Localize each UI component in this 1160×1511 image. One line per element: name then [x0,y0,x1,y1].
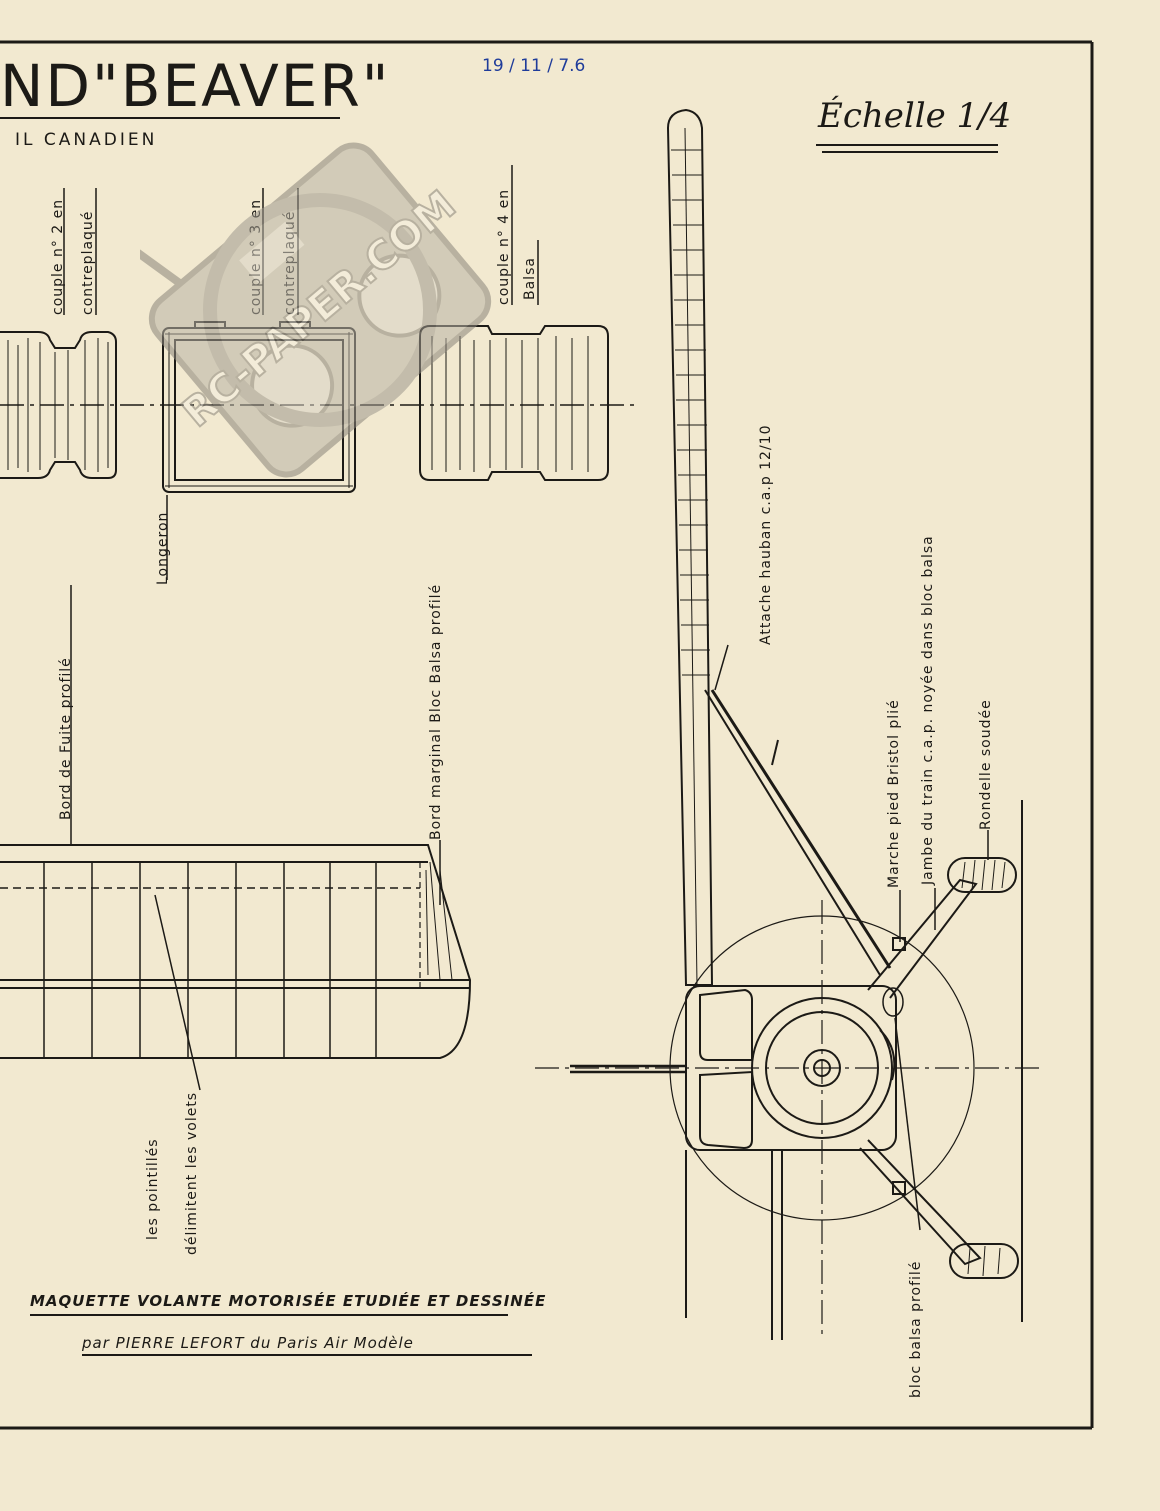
label-pointilles-a: les pointillés [145,1138,161,1240]
label-couple2-a: couple n° 2 en [50,198,66,315]
leader-lines [70,495,989,1231]
label-marche-pied: Marche pied Bristol plié [886,699,902,888]
wing-planform [0,844,472,1059]
label-longeron: Longeron [155,511,171,585]
label-bord-fuite: Bord de Fuite profilé [58,657,74,820]
former-4-drawing [419,325,609,481]
front-view-fuselage [570,800,1023,1340]
handwritten-note: 19 / 11 / 7.6 [482,56,586,76]
scale-underline-1 [816,144,998,146]
label-rondelle: Rondelle soudée [978,699,994,830]
plan-title: ND"BEAVER" [0,52,391,120]
front-view-wing [666,108,714,986]
label-couple2-b: contreplaqué [80,210,96,315]
credit-line-1: MAQUETTE VOLANTE MOTORISÉE ETUDIÉE ET DE… [30,1292,547,1310]
label-couple3-a: couple n° 3 en [248,198,264,315]
label-couple3-b: contreplaqué [282,210,298,315]
front-view-struts [704,689,982,1266]
former-3-drawing [162,321,356,493]
label-couple4-a: couple n° 4 en [496,188,512,305]
label-pointilles-b: délimitent les volets [184,1091,200,1255]
front-view-wheels [947,857,1019,1279]
credit-underline-1 [30,1314,508,1316]
label-couple4-b: Balsa [522,257,538,300]
plan-subtitle: IL CANADIEN [15,130,158,150]
vertical-label-underlines [63,165,539,315]
credit-underline-2 [82,1354,532,1356]
credit-line-2: par PIERRE LEFORT du Paris Air Modèle [82,1334,414,1352]
sheet-border [0,40,1094,1430]
scale-underline-2 [822,151,998,153]
label-attache-hauban: Attache hauban c.a.p 12/10 [758,424,774,646]
label-jambe-train: Jambe du train c.a.p. noyée dans bloc ba… [920,535,936,885]
scale-label: Échelle 1/4 [818,96,1012,136]
label-bord-marginal: Bord marginal Bloc Balsa profilé [428,583,444,840]
label-bloc-balsa: bloc balsa profilé [908,1260,924,1398]
